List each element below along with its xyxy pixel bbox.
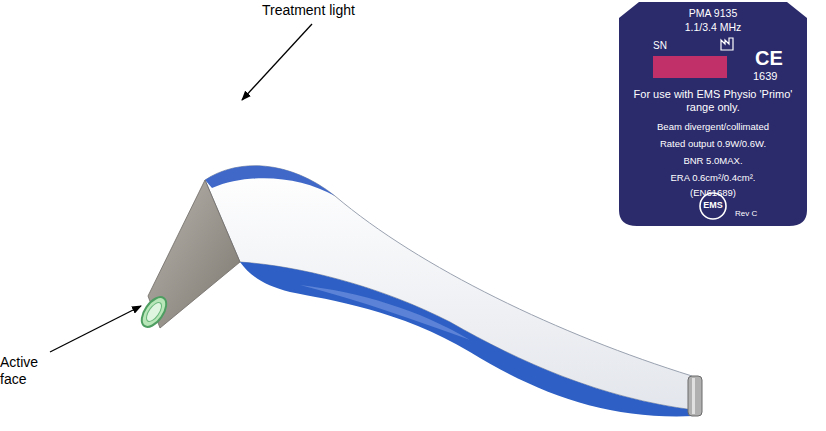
- active-face-ring: [137, 293, 171, 331]
- cable-connector-band: [692, 378, 695, 414]
- probe-grip: [240, 262, 694, 416]
- plate-text: 1639: [753, 70, 777, 83]
- probe-grip-shade: [300, 285, 470, 340]
- plate-text: ERA 0.6cm²/0.4cm².: [617, 171, 809, 184]
- plate-text: PMA 9135: [617, 6, 809, 20]
- serial-number-field: [653, 56, 727, 78]
- leader-line: [50, 306, 141, 352]
- plate-text: SN: [653, 40, 667, 52]
- plate-text: EMS: [700, 200, 726, 211]
- leader-line: [242, 24, 312, 100]
- plate-text: Rev C: [735, 209, 757, 219]
- plate-text: 1.1/3.4 MHz: [617, 20, 809, 34]
- part-label: Treatment light: [262, 2, 402, 19]
- rating-label-plate: PMA 91351.1/3.4 MHzSN CE1639For use with …: [617, 0, 809, 228]
- part-label: Active face: [0, 354, 48, 388]
- manufacture-symbol: [721, 38, 733, 50]
- active-face-inner: [144, 300, 165, 324]
- plate-text: CE: [755, 46, 783, 70]
- probe-stripe: [205, 166, 335, 196]
- plate-text: For use with EMS Physio 'Primo' range on…: [631, 88, 795, 114]
- plate-text: Beam divergent/collimated: [617, 120, 809, 133]
- plate-text: (EN61689): [617, 186, 809, 199]
- plate-text: Rated output 0.9W/0.6W.: [617, 137, 809, 150]
- plate-text: BNR 5.0MAX.: [617, 154, 809, 167]
- cable-connector: [688, 376, 702, 416]
